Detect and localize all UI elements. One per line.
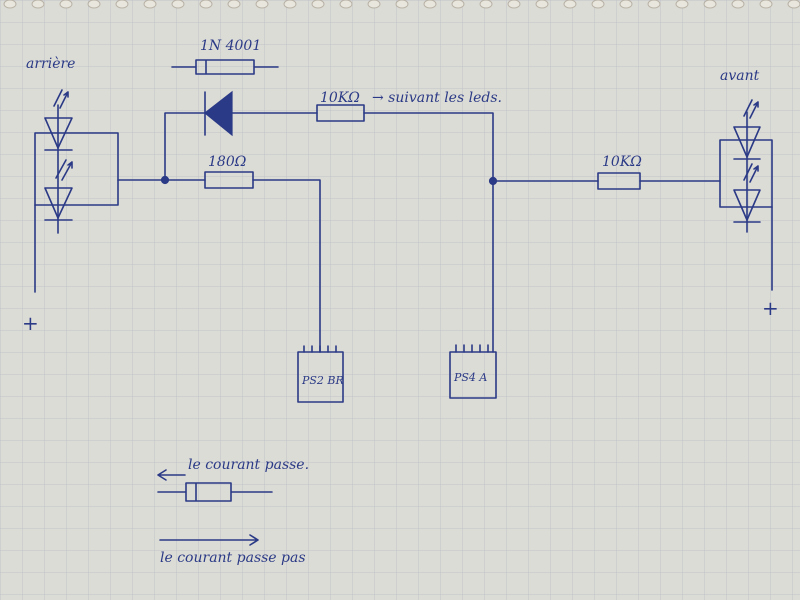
legend-diode-drawing <box>157 482 273 502</box>
led-4-symbol <box>733 189 761 223</box>
wire-180-down <box>252 179 321 353</box>
box-ps4a-label: PS4 A <box>453 371 487 384</box>
led-3-arrows <box>743 99 759 119</box>
wire-node-up <box>164 112 206 181</box>
legend-pass-text: le courant passe. <box>188 457 309 473</box>
led-group-arriere <box>34 89 119 293</box>
plus-left: + <box>22 311 39 335</box>
led-2-symbol <box>44 187 73 221</box>
plus-right: + <box>762 296 779 320</box>
label-arriere: arrière <box>26 56 75 72</box>
box-ps4a <box>449 344 497 399</box>
led-2-arrows <box>55 159 73 181</box>
led-4-arrows <box>743 163 759 183</box>
resistor-top-note: → suivant les leds. <box>372 90 502 106</box>
resistor-right-label: 10KΩ <box>602 154 642 170</box>
box-ps2br-label: PS2 BR <box>301 374 344 387</box>
led-group-avant <box>719 99 773 291</box>
led-group-left-frame <box>34 132 119 206</box>
diode-part-drawing <box>171 59 279 75</box>
wire-res-top-to-node-right <box>363 112 494 182</box>
resistor-180-label: 180Ω <box>208 154 247 170</box>
resistor-top-label: 10KΩ <box>320 90 360 106</box>
diode-part-label: 1N 4001 <box>200 38 261 54</box>
led-1-arrows <box>53 89 69 109</box>
legend-nopass-text: le courant passe pas <box>160 550 306 566</box>
spiral-holes <box>3 0 800 9</box>
legend: le courant passe. le courant passe pas <box>157 457 309 566</box>
led-3-symbol <box>733 126 761 160</box>
led-1-symbol <box>44 117 73 151</box>
legend-arrow-right <box>159 534 259 546</box>
box-ps2br <box>297 345 344 403</box>
label-avant: avant <box>720 68 760 84</box>
legend-arrow-left <box>157 469 186 481</box>
